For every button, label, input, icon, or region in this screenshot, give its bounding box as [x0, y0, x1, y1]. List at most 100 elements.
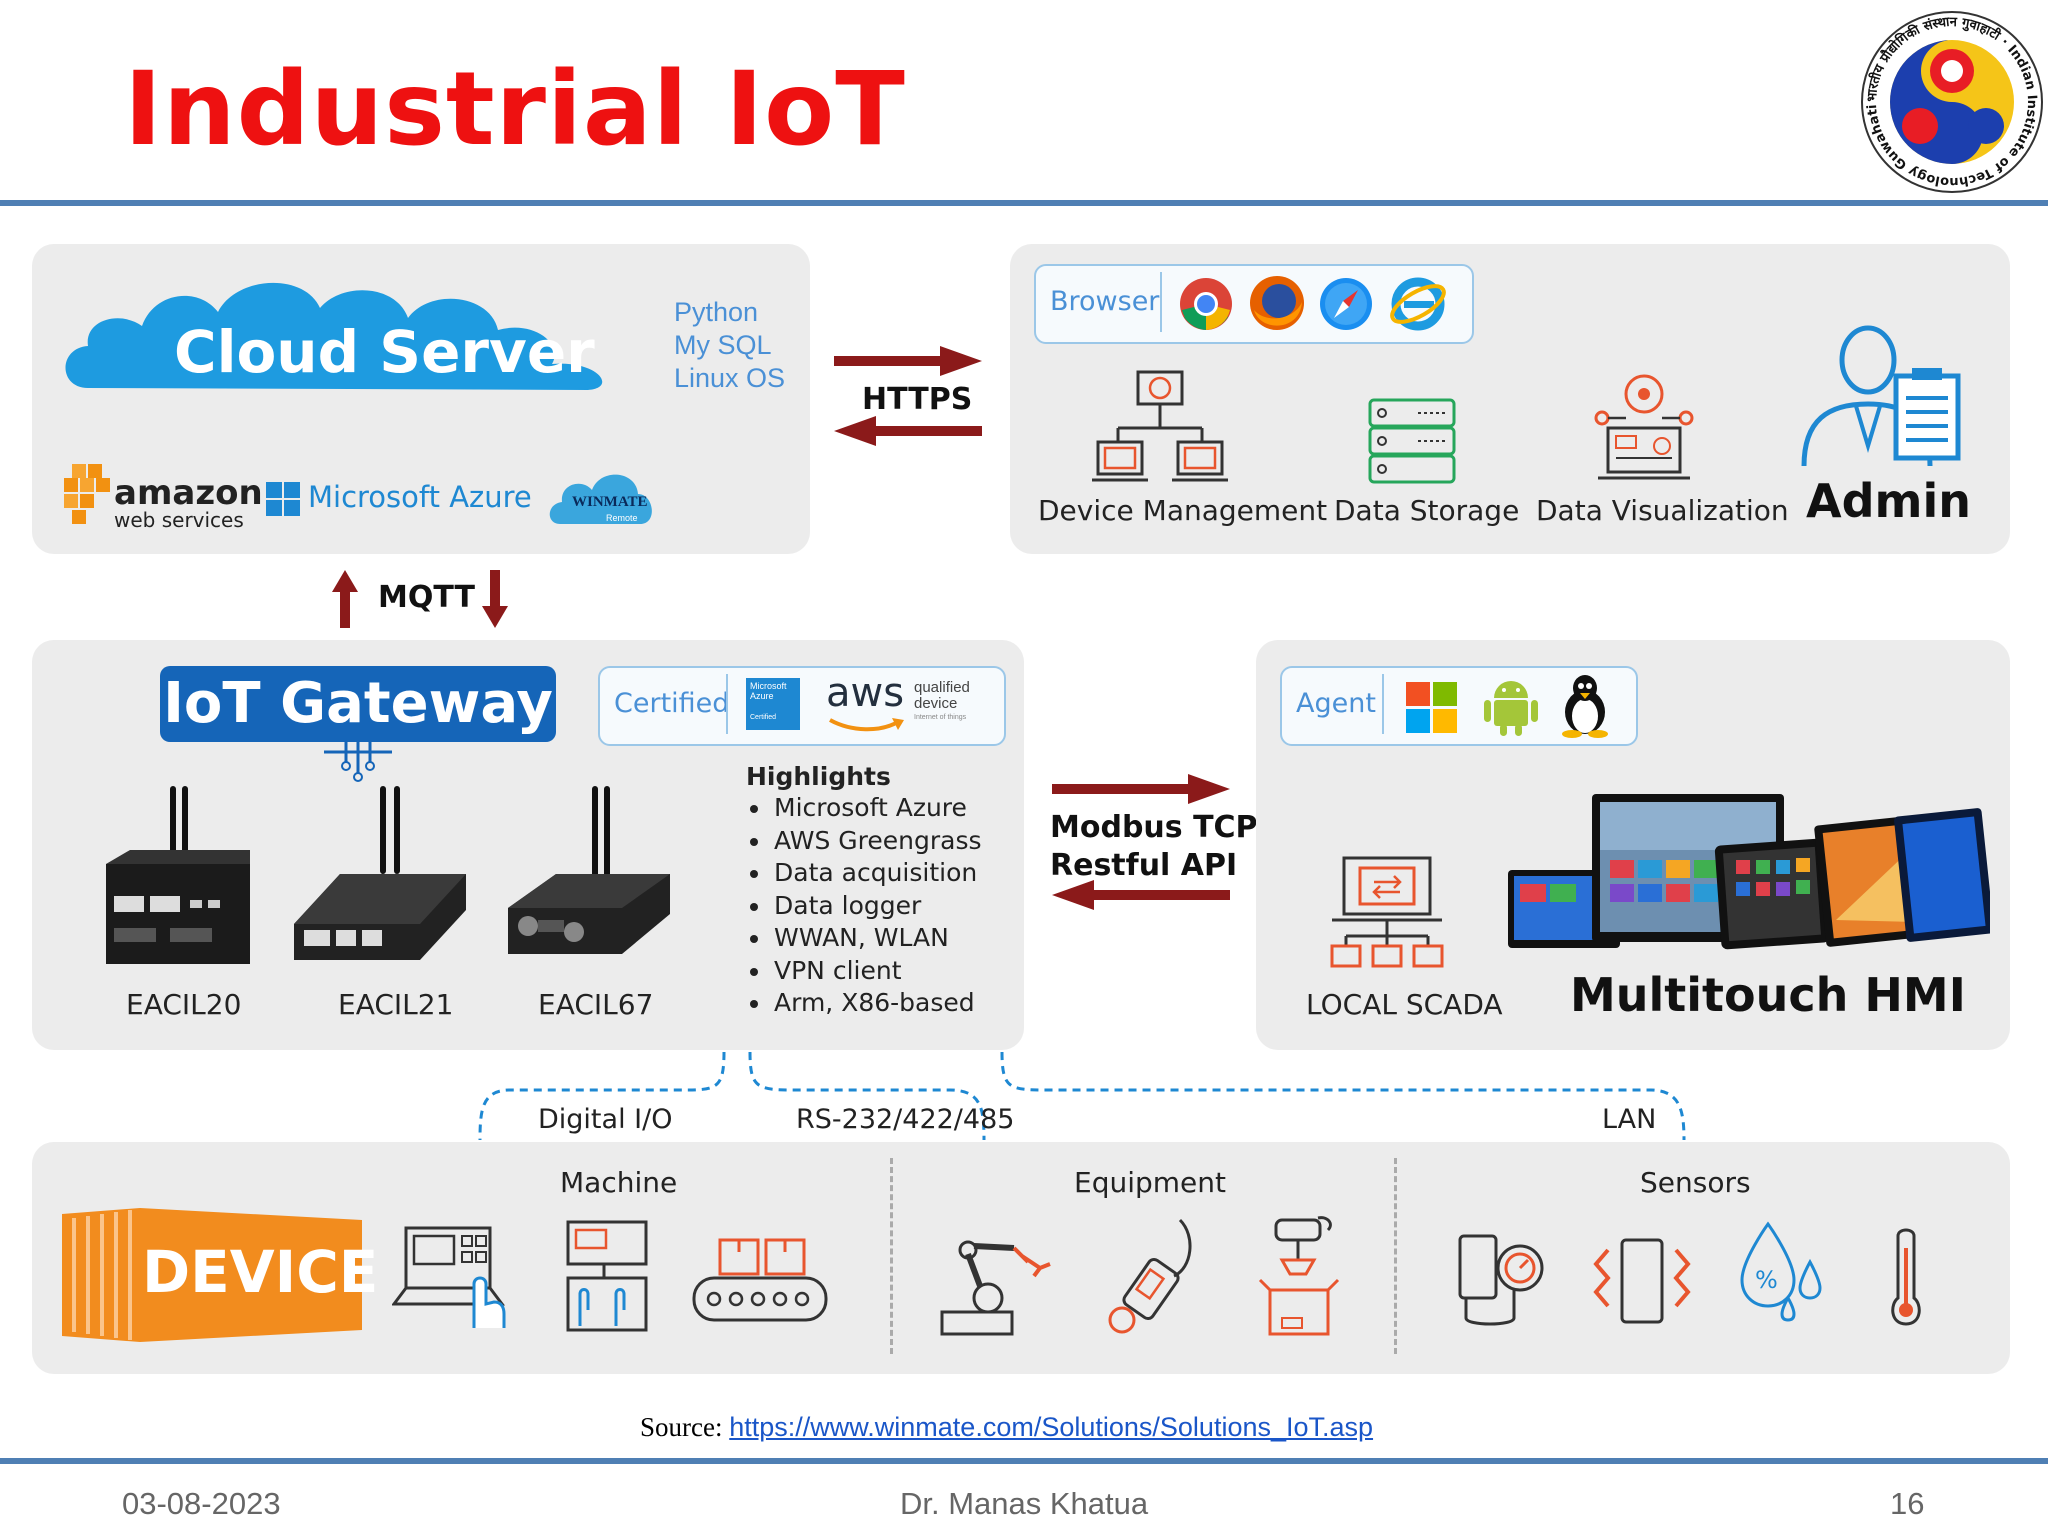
serial-bus-label: RS-232/422/485	[796, 1104, 1015, 1135]
iitg-logo: भारतीय प्रौद्योगिकी संस्थान गुवाहाटी · I…	[1861, 11, 2043, 193]
footer-date: 03-08-2023	[122, 1486, 281, 1521]
gateway-device-label: EACIL67	[538, 988, 654, 1021]
aws-badge-text: aws	[826, 670, 905, 716]
azure-badge-text-2: Azure	[750, 691, 774, 701]
sensors-group-label: Sensors	[1640, 1166, 1751, 1199]
winmate-logo-subtext: Remote	[606, 513, 638, 523]
badge-divider	[1160, 272, 1162, 332]
badge-divider	[1382, 674, 1384, 734]
thermometer-icon	[1891, 1228, 1921, 1326]
data-visualization-icon	[1594, 374, 1694, 480]
ie-icon	[1390, 277, 1446, 331]
pressure-gauge-icon	[1458, 1234, 1544, 1326]
browser-label: Browser	[1050, 286, 1160, 317]
humidity-sensor-icon: %	[1740, 1221, 1822, 1322]
gateway-device-eacil67	[508, 786, 670, 954]
aws-qualified-text-2: device	[914, 695, 958, 712]
data-visualization-label: Data Visualization	[1536, 494, 1789, 527]
multitouch-hmi-displays	[1508, 794, 1990, 950]
https-arrows	[834, 346, 982, 446]
aws-smile-icon	[829, 718, 904, 732]
highlight-item: WWAN, WLAN	[746, 922, 982, 955]
data-storage-label: Data Storage	[1334, 494, 1520, 527]
handheld-scanner-icon	[1108, 1218, 1192, 1334]
highlight-item: VPN client	[746, 955, 982, 988]
highlight-item: Arm, X86-based	[746, 987, 982, 1020]
mqtt-down-arrow	[482, 570, 508, 628]
android-icon	[1484, 681, 1538, 736]
cloud-shape	[65, 282, 603, 390]
modbus-label: Modbus TCP	[1050, 810, 1258, 845]
https-label: HTTPS	[862, 382, 973, 417]
cloud-stack: Python My SQL Linux OS	[674, 296, 785, 395]
multitouch-hmi-title: Multitouch HMI	[1570, 968, 1966, 1022]
windows-icon	[266, 482, 300, 516]
packaging-machine-icon	[1258, 1216, 1340, 1336]
machine-group-label: Machine	[560, 1166, 678, 1199]
source-link[interactable]: https://www.winmate.com/Solutions/Soluti…	[729, 1412, 1374, 1442]
source-line: Source: https://www.winmate.com/Solution…	[640, 1412, 1373, 1443]
lan-label: LAN	[1602, 1104, 1657, 1135]
group-divider	[1394, 1158, 1397, 1354]
highlight-item: Microsoft Azure	[746, 792, 982, 825]
azure-logo-text: Microsoft Azure	[308, 480, 532, 514]
header-rule	[0, 200, 2048, 206]
admin-label: Admin	[1806, 474, 1971, 528]
certified-label: Certified	[614, 688, 730, 719]
conveyor-icon	[692, 1238, 828, 1322]
device-container-icon	[62, 1208, 362, 1342]
digital-io-label: Digital I/O	[538, 1104, 673, 1135]
equipment-group-label: Equipment	[1074, 1166, 1226, 1199]
chrome-icon	[1180, 278, 1232, 330]
local-scada-icon	[1330, 856, 1444, 968]
highlights-title: Highlights	[746, 762, 891, 791]
device-management-icon	[1092, 370, 1228, 482]
highlights-list: Microsoft Azure AWS Greengrass Data acqu…	[746, 792, 982, 1020]
stack-item: My SQL	[674, 330, 772, 360]
footer-rule	[0, 1458, 2048, 1464]
footer-author: Dr. Manas Khatua	[900, 1486, 1149, 1521]
highlight-item: Data acquisition	[746, 857, 982, 890]
certified-badge	[598, 666, 1006, 746]
aws-qualified-text-1: qualified	[914, 679, 970, 696]
admin-user-icon	[1801, 325, 1961, 467]
windows-icon	[1406, 682, 1457, 733]
group-divider	[890, 1158, 893, 1354]
winmate-logo-text: WINMATE	[572, 494, 648, 510]
cloud-server-title: Cloud Server	[174, 318, 595, 386]
local-scada-label: LOCAL SCADA	[1306, 988, 1503, 1021]
firefox-icon	[1250, 276, 1304, 330]
computer-touch-icon	[392, 1226, 506, 1328]
source-prefix: Source:	[640, 1412, 723, 1442]
highlight-item: Data logger	[746, 890, 982, 923]
data-storage-icon	[1368, 398, 1456, 484]
iot-gateway-title: IoT Gateway	[160, 666, 556, 742]
robot-arm-icon	[940, 1240, 1051, 1336]
cloud-server-panel	[32, 244, 810, 554]
safari-icon	[1320, 278, 1372, 330]
restful-api-label: Restful API	[1050, 848, 1238, 883]
highlight-item: AWS Greengrass	[746, 825, 982, 858]
azure-badge-text-3: Certified	[750, 714, 777, 721]
aws-cubes-icon	[64, 464, 110, 524]
gateway-device-eacil21	[294, 786, 466, 960]
aws-logo-subtext: web services	[114, 508, 244, 532]
aws-qualified-text-3: Internet of things	[914, 714, 967, 721]
proximity-sensor-icon	[1593, 1238, 1691, 1324]
stack-item: Python	[674, 297, 759, 327]
gateway-device-eacil20	[106, 786, 250, 964]
linux-icon	[1562, 675, 1608, 738]
control-panel-touch-icon	[566, 1220, 648, 1332]
agent-label: Agent	[1296, 688, 1376, 719]
gateway-device-label: EACIL21	[338, 988, 454, 1021]
slide-title: Industrial IoT	[124, 50, 906, 169]
azure-badge-text-1: Microsoft	[750, 681, 787, 691]
mqtt-label: MQTT	[378, 580, 475, 615]
page-number: 16	[1890, 1486, 1925, 1521]
mqtt-up-arrow	[332, 570, 358, 628]
aws-logo-text: amazon	[114, 473, 263, 513]
percent-symbol: %	[1755, 1266, 1778, 1294]
azure-certified-badge: Microsoft Azure Certified	[746, 678, 800, 730]
device-label: DEVICE	[142, 1238, 379, 1306]
bus-connectors	[478, 1051, 1686, 1141]
